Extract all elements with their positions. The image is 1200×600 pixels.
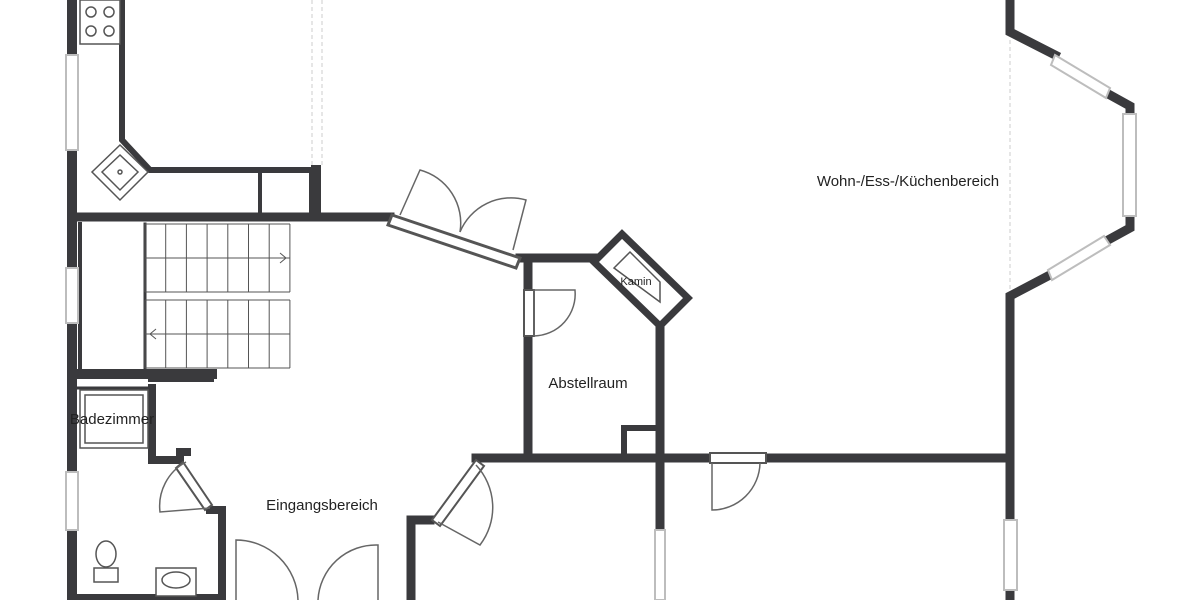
doors xyxy=(158,169,767,600)
storage-door-jamb xyxy=(523,289,535,337)
toilet-bowl xyxy=(95,540,117,568)
window-bay-lower xyxy=(1046,234,1112,282)
stair-arrow-lower xyxy=(149,328,286,340)
wall-bay xyxy=(1005,0,1062,62)
corridor-door-jamb xyxy=(709,452,767,464)
stove-burner-1 xyxy=(85,6,97,18)
corridor-door-swing xyxy=(711,462,761,511)
window-bay-right xyxy=(1122,113,1137,217)
partition xyxy=(311,0,1011,290)
entrance-door-left xyxy=(235,539,299,600)
stove-burner-4 xyxy=(103,25,115,37)
label-storage: Abstellraum xyxy=(548,375,627,392)
terrace-door-right xyxy=(459,197,527,251)
label-living: Wohn-/Ess-/Küchenbereich xyxy=(817,173,999,190)
wall-bath-lower xyxy=(206,506,226,600)
terrace-door-frame xyxy=(386,213,522,270)
wall-bay-lower xyxy=(1005,269,1055,600)
wall-kitchen-counter xyxy=(119,0,315,218)
toilet-tank xyxy=(93,567,119,583)
label-bathroom: Badezimmer xyxy=(70,411,154,428)
windows xyxy=(65,53,1137,600)
entrance-door-right xyxy=(317,544,379,600)
label-fireplace: Kamin xyxy=(620,276,651,288)
window-bath-left xyxy=(65,471,79,531)
terrace-door-left xyxy=(399,169,462,233)
window-kitchen-left xyxy=(65,54,79,151)
window-bay-upper xyxy=(1049,53,1112,100)
fixtures xyxy=(79,0,693,597)
window-right-lower xyxy=(1003,519,1018,591)
kitchen-sink-drain xyxy=(117,169,123,175)
wall-shaft xyxy=(621,425,659,461)
window-stair-left xyxy=(65,267,79,324)
entrance-inner-door-jamb xyxy=(430,458,486,528)
wall-bath-right xyxy=(148,384,191,464)
wall-bay-bottom xyxy=(1101,211,1135,247)
staircase xyxy=(144,223,291,369)
label-entrance: Eingangsbereich xyxy=(266,497,378,514)
bath-door-jamb xyxy=(174,460,214,512)
window-center-lower xyxy=(654,529,666,600)
wall-bay-top xyxy=(1103,88,1135,119)
stove-burner-3 xyxy=(85,25,97,37)
storage-door-swing xyxy=(533,289,576,337)
wall-corridor xyxy=(406,515,435,600)
fireplace-inner xyxy=(612,250,661,304)
stove xyxy=(79,0,121,45)
washbasin-bowl xyxy=(161,571,191,589)
shower-inner xyxy=(84,394,144,444)
bath-door-swing xyxy=(158,461,211,513)
entrance-inner-door-swing xyxy=(437,464,494,546)
stove-burner-2 xyxy=(103,6,115,18)
stair-arrow-upper xyxy=(150,252,287,264)
